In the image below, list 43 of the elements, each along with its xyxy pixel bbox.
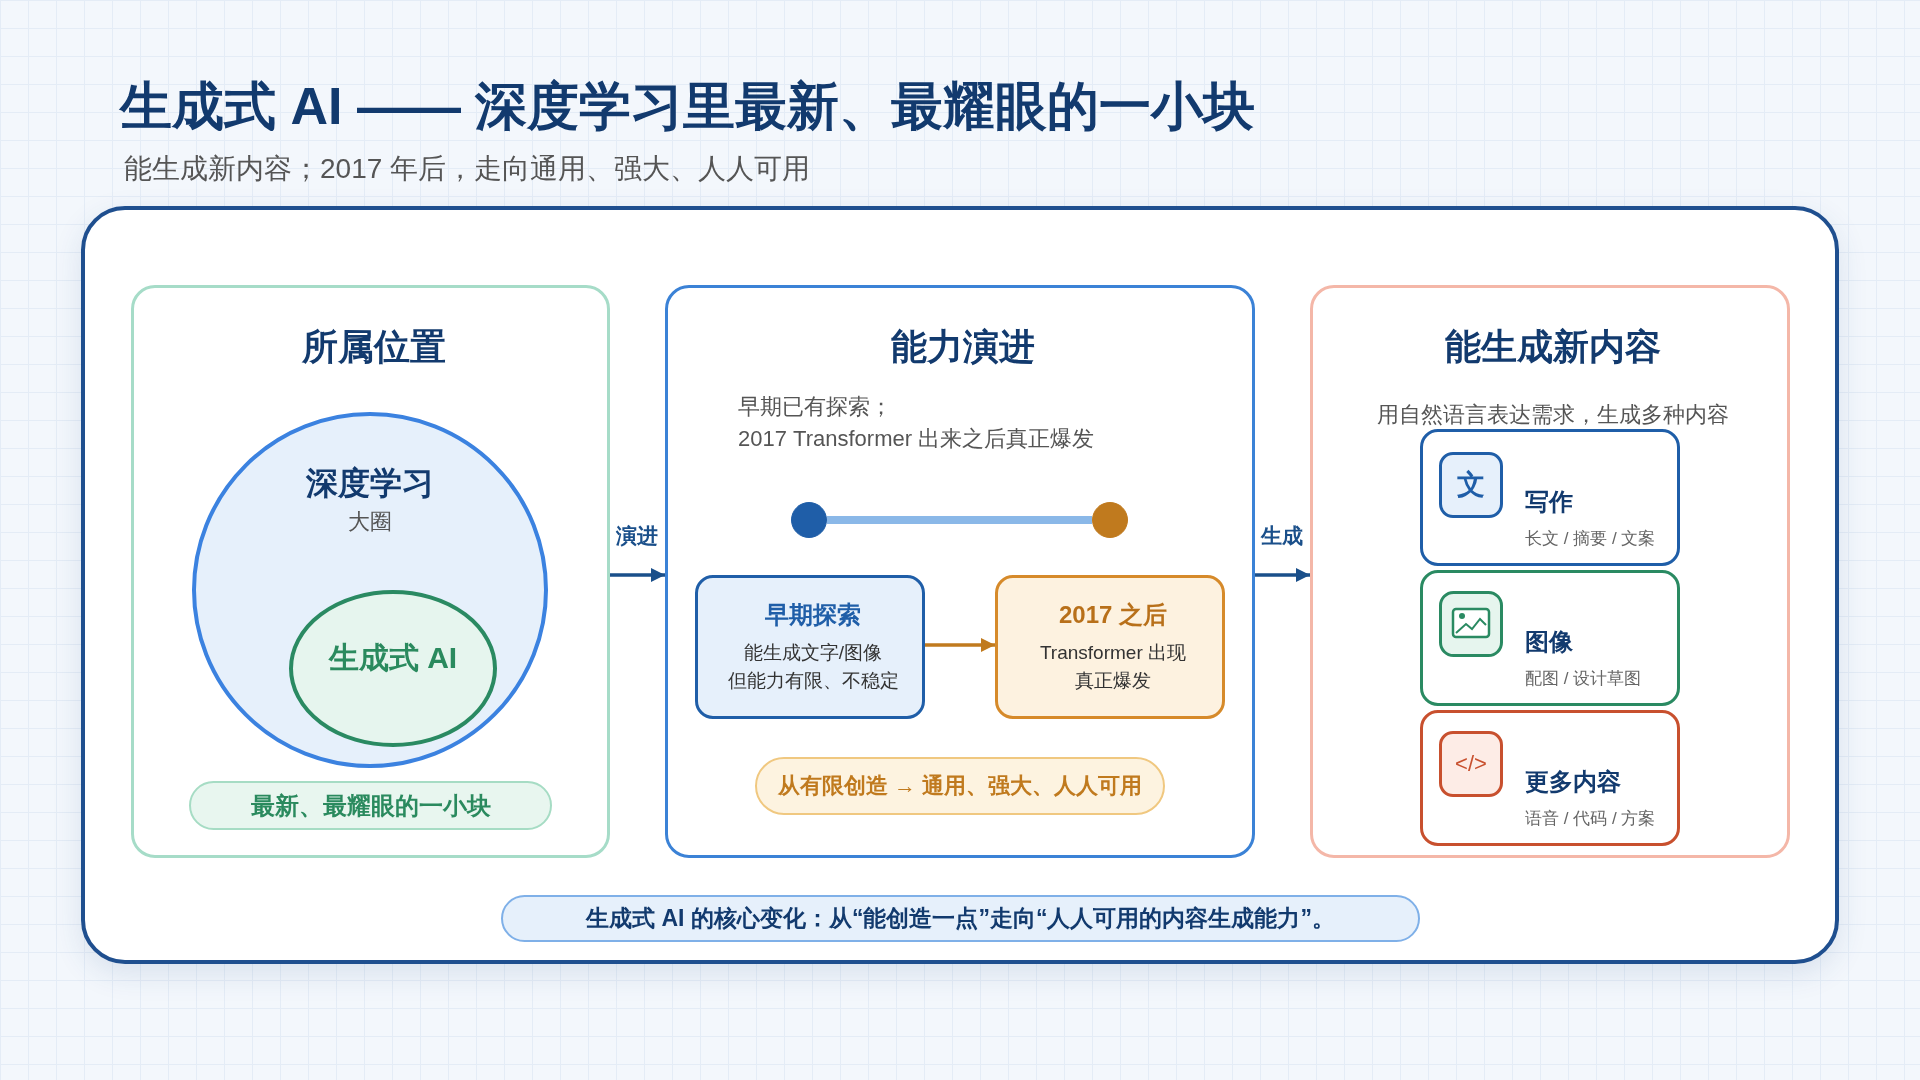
section-description: 早期已有探索；2017 Transformer 出来之后真正爆发 bbox=[738, 393, 1096, 453]
deep-learning-circle bbox=[192, 412, 548, 768]
content-card bbox=[1420, 570, 1680, 706]
section-heading: 能生成新内容 bbox=[1444, 325, 1662, 369]
card-title: 图像 bbox=[1525, 627, 1574, 657]
section-heading: 所属位置 bbox=[300, 325, 447, 369]
section-card bbox=[665, 285, 1255, 858]
subtitle: 能生成新内容；2017 年后，走向通用、强大、人人可用 bbox=[124, 152, 811, 186]
title: 生成式 AI —— 深度学习里最新、最耀眼的一小块 bbox=[120, 76, 1256, 137]
arrow bbox=[925, 638, 995, 652]
stage-title: 2017 之后 bbox=[1057, 600, 1169, 630]
card-title: 写作 bbox=[1525, 487, 1574, 517]
arrow bbox=[1255, 568, 1310, 582]
circle-sublabel: 大圈 bbox=[347, 508, 393, 536]
code-icon: </> bbox=[1439, 731, 1503, 797]
section-heading: 能力演进 bbox=[890, 325, 1036, 369]
highlight-tag: 最新、最耀眼的一小块 bbox=[189, 781, 552, 830]
ellipse-label: 生成式 AI bbox=[327, 640, 459, 676]
edge-label: 演进 bbox=[616, 522, 658, 550]
main-panel bbox=[81, 206, 1839, 964]
stage-description: 能生成文字/图像但能力有限、不稳定 bbox=[726, 641, 900, 693]
timeline-dot bbox=[791, 502, 827, 538]
card-description: 长文 / 摘要 / 文案 bbox=[1525, 528, 1657, 550]
stage-card bbox=[695, 575, 925, 719]
stage-card bbox=[995, 575, 1225, 719]
card-description: 配图 / 设计草图 bbox=[1525, 668, 1643, 690]
arrow bbox=[610, 568, 665, 582]
text-icon: 文 bbox=[1439, 452, 1503, 518]
generative-ai-ellipse bbox=[289, 590, 497, 747]
card-title: 更多内容 bbox=[1525, 767, 1622, 797]
stage-description: Transformer 出现真正爆发 bbox=[1038, 641, 1187, 693]
circle-label: 深度学习 bbox=[305, 464, 435, 503]
summary-tag: 从有限创造 → 通用、强大、人人可用 bbox=[755, 757, 1165, 815]
content-card bbox=[1420, 710, 1680, 846]
connector-line bbox=[827, 516, 1092, 524]
section-description: 用自然语言表达需求，生成多种内容 bbox=[1376, 401, 1730, 429]
content-card bbox=[1420, 429, 1680, 566]
section-card bbox=[131, 285, 610, 858]
section-card bbox=[1310, 285, 1790, 858]
card-description: 语音 / 代码 / 方案 bbox=[1525, 808, 1657, 830]
summary-banner: 生成式 AI 的核心变化：从“能创造一点”走向“人人可用的内容生成能力”。 bbox=[501, 895, 1420, 942]
timeline-dot bbox=[1092, 502, 1128, 538]
stage-title: 早期探索 bbox=[764, 600, 862, 630]
